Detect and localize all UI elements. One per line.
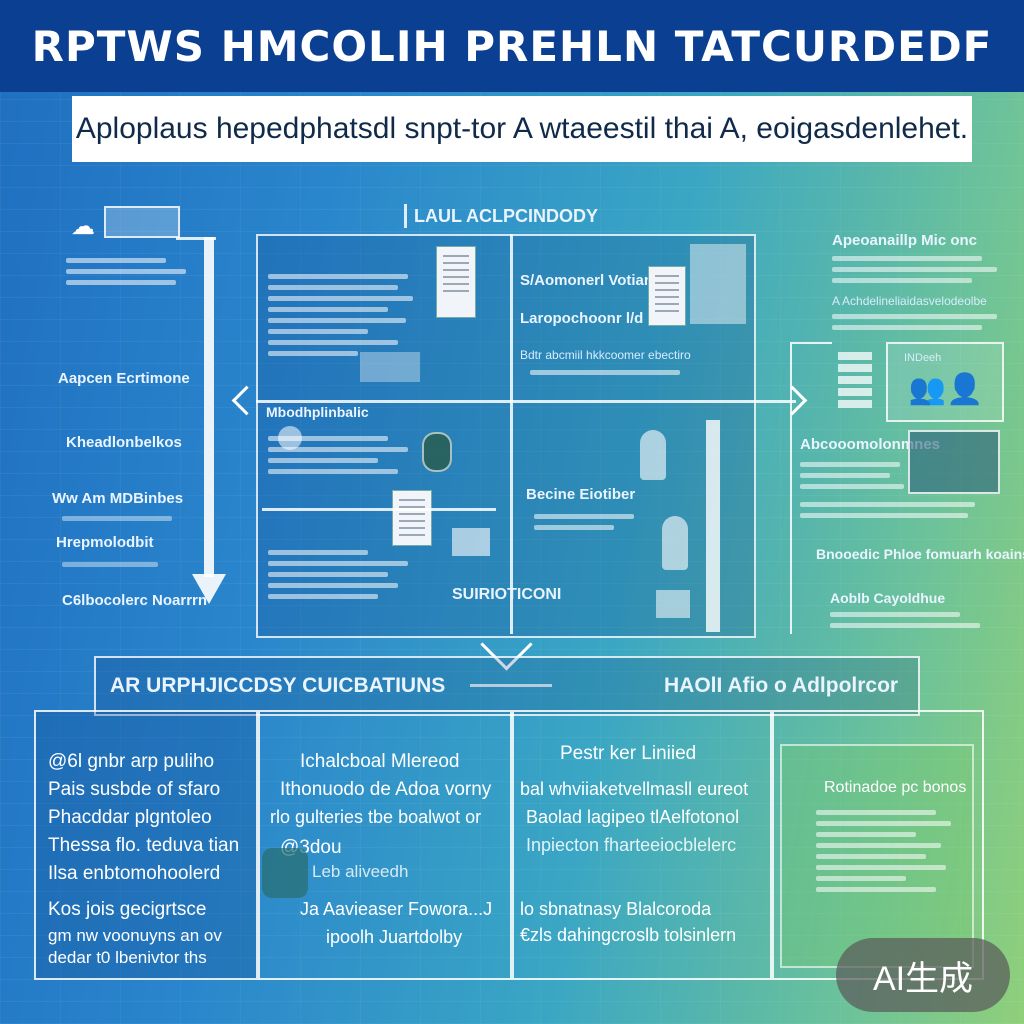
person-figure-icon-2 [662,516,688,570]
central-vertical-divider [510,234,513,634]
lower-right-text-block [534,508,644,536]
left-small-text-b [62,556,182,573]
upper-right-line2: Bdtr abcmiil hkkcoomer ebectiro [520,348,691,362]
col1-row-5: Ilsa enbtomohoolerd [48,863,221,884]
col3-row-6: €zls dahingcroslb tolsinlern [520,925,737,945]
right-bracket [790,342,832,634]
right-text-block-2 [832,308,1002,336]
center-label-tick [404,204,407,228]
cloud-icon: ☁ [71,212,95,240]
bottom-header-band [94,656,920,716]
col1-row-1: @6l gnbr arp puliho [48,751,215,772]
right-title-2: A Achdelineliaidasvelodeolbe [832,294,987,308]
lower-left-title: Mbodhplinbalic [266,404,369,420]
lower-left-doc-icon [392,490,432,546]
left-label-1: Aapcen Ecrtimone [58,370,190,387]
right-title-4: Bnooedic Phloe fomuarh koains [816,546,1024,562]
bottom-left-title: AR URPHJICCDSY CUICBATIUNS [110,674,446,697]
col2-row-1: Ichalcboal Mlereod [300,751,460,772]
upper-left-text-block [268,268,418,362]
col1-row-2: Pais susbde of sfaro [48,779,221,800]
bottom-center-label: SUIRIOTICONI [452,586,562,603]
header-banner: RPTWS HMCOLIH PREHLN TATCURDEDF [0,0,1024,92]
left-vertical-arrow-shaft [204,237,214,577]
bottom-column-2 [258,710,512,980]
col1-row-3: Phacddar plgntoleo [48,807,212,828]
folder-icon [452,528,490,556]
right-text-block-3 [800,456,910,495]
right-text-block-1 [832,250,1002,289]
subtitle-banner: Aploplaus hepedphatsdl snpt-tor A wtaees… [72,96,972,162]
document-icon [436,246,476,318]
bottom-right-title: HAOlI Afio o Adlpolrcor [664,674,899,697]
right-text-block-5 [830,606,980,634]
center-diagram-label: LAUL ACLPCINDODY [414,206,598,226]
left-label-4: Hrepmolodbit [56,534,154,551]
hand-pointer-icon [262,848,308,898]
figure-icon [360,352,420,382]
upper-right-title: S/Aomonerl Votianhe [520,272,671,289]
upper-right-textbar [530,370,680,375]
col1-row-4: Thessa flo. teduva tian [48,835,240,856]
left-header-icons: ☁ [66,206,182,242]
left-label-2: Kheadlonbelkos [66,434,182,451]
lower-right-vertical-bar [706,420,720,632]
ai-generated-badge: AI生成 [836,938,1010,1012]
col3-row-5: lo sbnatnasy Blalcoroda [520,899,712,919]
people-group-icon: 👥👤 [908,372,984,406]
person-figure-icon-1 [640,430,666,480]
col3-row-2: bal whviiaketvellmasll eureot [520,779,749,799]
lower-left-text-block-2 [268,544,418,605]
col1-row-8: dedar t0 lbenivtor ths [48,948,207,967]
down-arrow-icon [192,574,226,604]
lower-right-title: Becine Eiotiber [526,486,636,503]
gear-icon [422,432,452,472]
col2-row-2: Ithonuodo de Adoa vorny [280,779,492,800]
col3-row-3: Baolad lagipeo tlAelfotonol [526,807,740,827]
page-title: RPTWS HMCOLIH PREHLN TATCURDEDF [31,21,993,71]
col2-row-6: Ja Aavieaser Fowora...J [300,899,493,919]
lower-left-text-block [268,430,418,480]
col4-text-block [816,804,956,898]
left-text-block [66,252,196,291]
right-title-3: Abcooomolonmnes [800,436,941,453]
lower-left-connector [262,508,496,511]
col3-row-4: Inpiecton fharteeiocblelerc [526,835,737,855]
right-title-5: Aoblb Cayoldhue [830,590,946,606]
building-icon [104,206,180,238]
left-label-5: C6lbocolerc Noarrrn [62,592,208,609]
right-icon-box: INDeeh 👥👤 [886,342,1004,422]
col2-row-5: Leb aliveedh [312,862,409,881]
right-icon-box-label: INDeeh [904,352,942,364]
screen-icon [908,430,1000,494]
chevron-base-line [470,684,552,687]
col1-row-7: gm nw voonuyns an ov [48,926,222,945]
right-title-1: Apeoanaillp Mic onc [832,232,978,249]
bottom-column-3 [512,710,772,980]
left-label-3: Ww Am MDBinbes [52,490,184,507]
person-icon [278,426,302,450]
col2-row-3: rlo gulteries tbe boalwot or [270,807,482,827]
machine-icon [690,244,746,324]
central-horizontal-divider [256,400,796,403]
col4-title: Rotinadoe pc bonos [824,779,967,796]
col3-row-1: Pestr ker Liniied [560,743,697,764]
bottom-column-1 [34,710,258,980]
col2-row-7: ipoolh Juartdolby [326,927,463,947]
right-wide-text [800,496,980,524]
upper-right-line1: Laropochoonr l/d [520,310,644,327]
grid-chart-icon [838,352,872,408]
box-icon [656,590,690,618]
col1-row-6: Kos jois gecigrtsce [48,899,207,920]
upper-right-doc-icon [648,266,686,326]
left-connector-top [176,237,216,240]
left-small-text-a [62,510,182,527]
